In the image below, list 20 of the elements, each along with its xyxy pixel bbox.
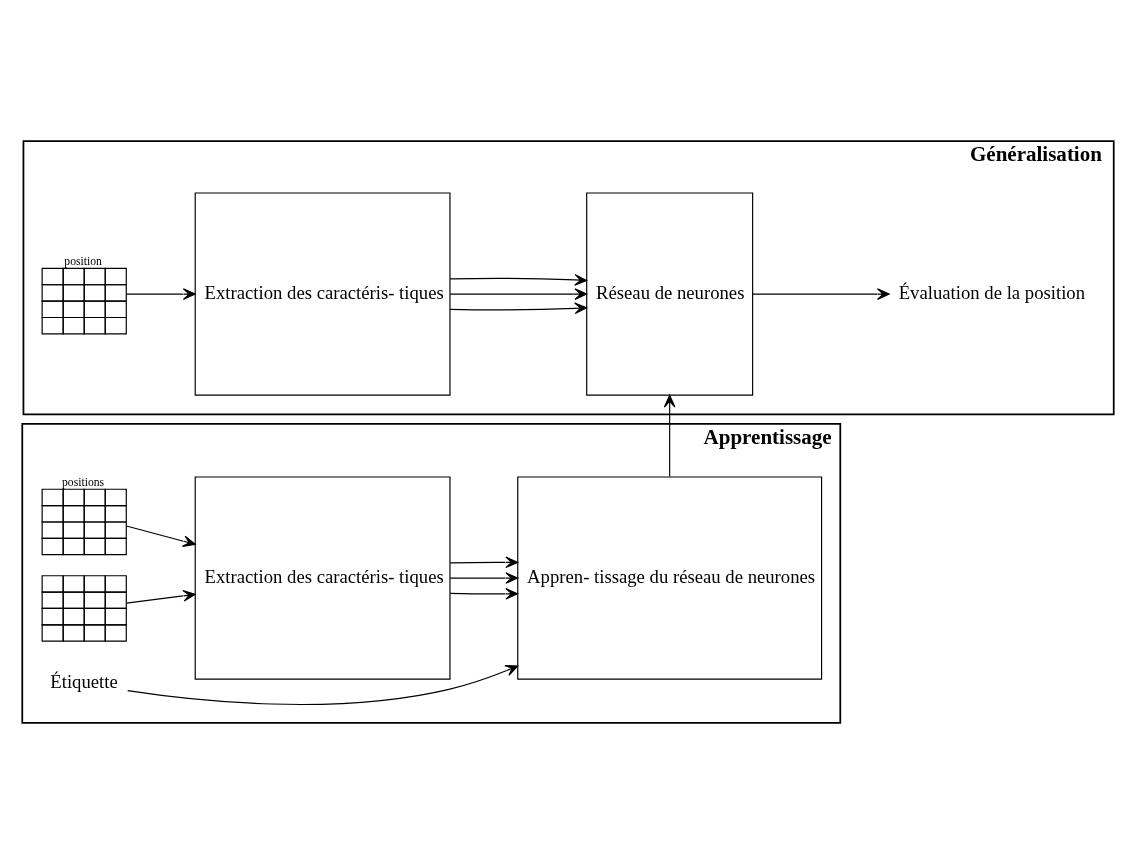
node-box: Réseau de neurones xyxy=(586,192,754,396)
node-label: positions xyxy=(62,475,105,489)
arrow xyxy=(125,288,196,300)
arrow xyxy=(125,525,196,547)
node-box: Extraction des caractéris- tiques xyxy=(194,476,451,680)
arrow xyxy=(449,274,588,286)
arrow xyxy=(127,665,519,706)
node-text: Évaluation de la position xyxy=(898,281,1086,303)
arrow xyxy=(752,288,890,300)
arrow xyxy=(449,556,519,569)
node-label: position xyxy=(64,254,102,268)
node-box: Appren- tissage du réseau de neurones xyxy=(517,476,823,680)
arrow xyxy=(449,302,588,315)
arrow xyxy=(125,590,196,604)
arrow xyxy=(449,288,588,300)
arrow xyxy=(449,572,519,584)
node-text: Étiquette xyxy=(50,670,118,692)
node-box: Extraction des caractéris- tiques xyxy=(194,192,451,396)
arrow xyxy=(663,394,676,478)
arrow xyxy=(449,588,519,600)
